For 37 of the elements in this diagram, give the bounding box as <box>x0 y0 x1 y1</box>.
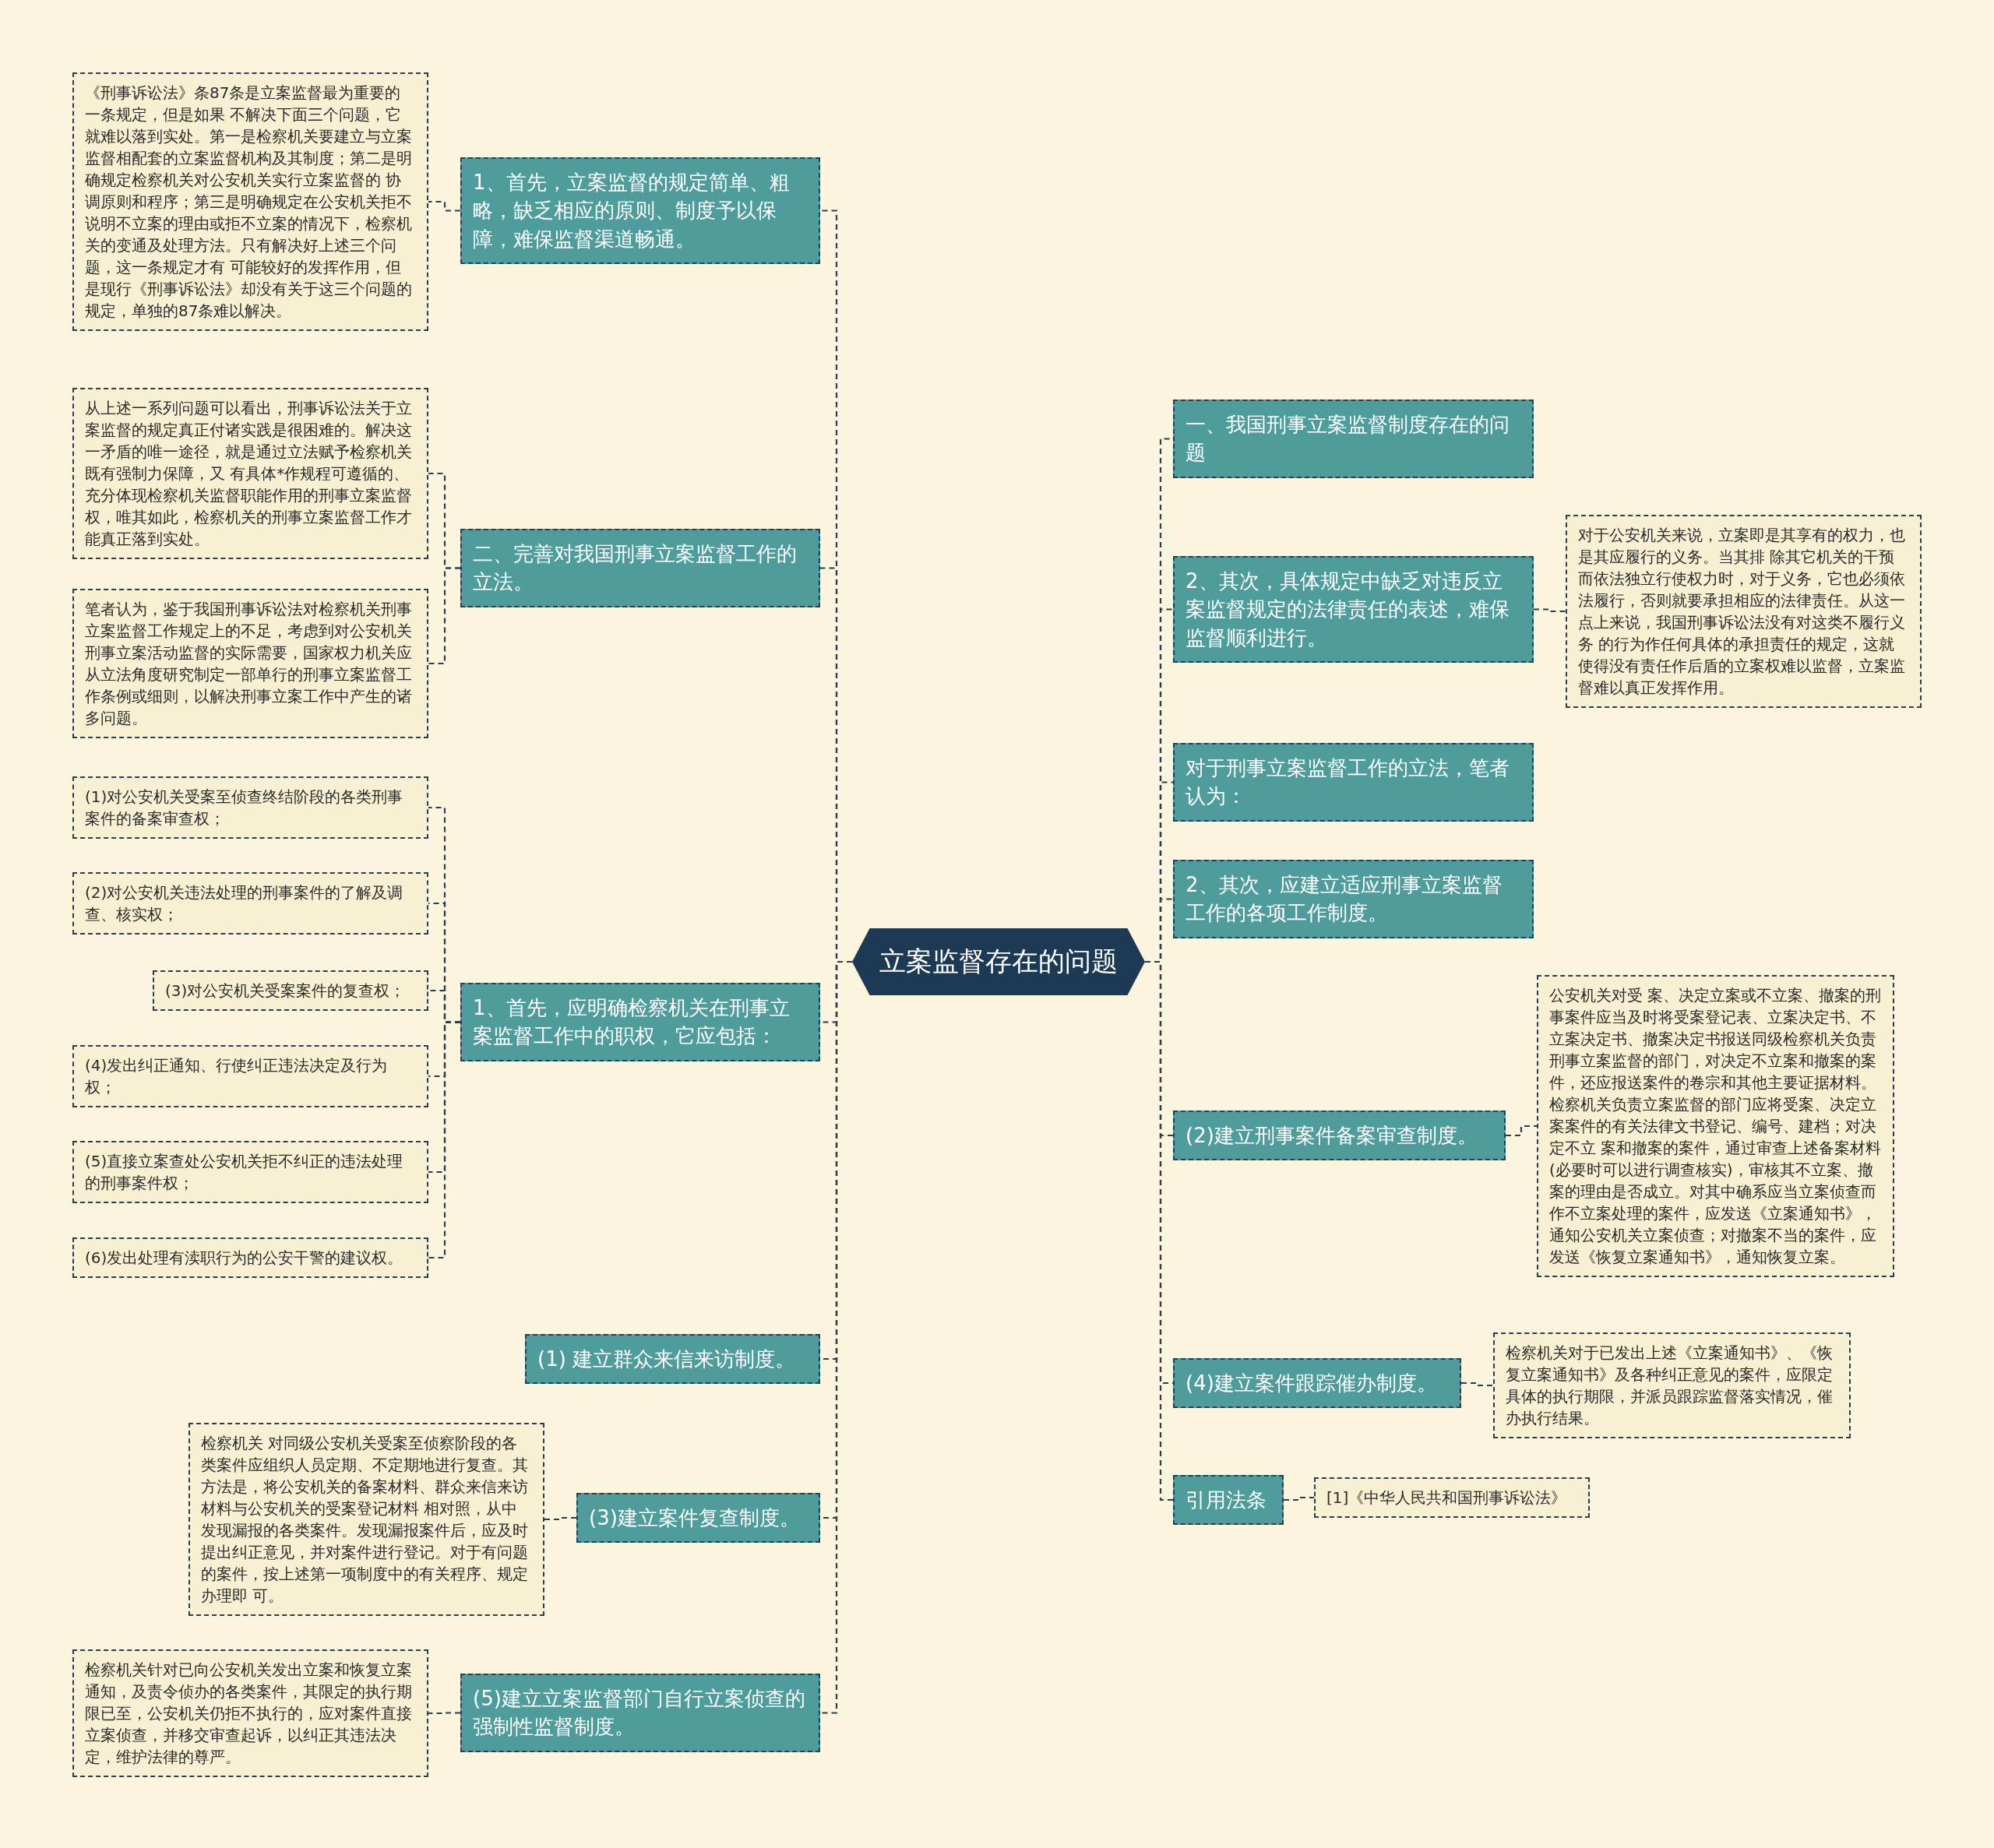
topic-box: 2、其次，具体规定中缺乏对违反立案监督规定的法律责任的表述，难保监督顺利进行。 <box>1173 556 1534 664</box>
note-box: 对于公安机关来说，立案即是其享有的权力，也是其应履行的义务。当其排 除其它机关的干预而依法独立行使权力时，对于义务，它也必须依法履行，否则就要承担相应的法律责任。从这一点上来说，我国刑事诉讼法没有对这类不履行义务 的行为作任何具体的承担责任的规定，这就使得没有责任作后盾的立案权难以监督，立案监督难以真正发挥作用。 <box>1566 515 1922 708</box>
topic-box: 2、其次，应建立适应刑事立案监督工作的各项工作制度。 <box>1173 860 1534 938</box>
topic-box: 1、首先，立案监督的规定简单、粗略，缺乏相应的原则、制度予以保障，难保监督渠道畅通。 <box>460 157 820 265</box>
note-box: (4)发出纠正通知、行使纠正违法决定及行为权； <box>72 1045 428 1107</box>
topic-box: 一、我国刑事立案监督制度存在的问题 <box>1173 400 1534 478</box>
topic-box: 对于刑事立案监督工作的立法，笔者认为： <box>1173 743 1534 822</box>
topic-box: (5)建立立案监督部门自行立案侦查的强制性监督制度。 <box>460 1674 820 1752</box>
note-box: 从上述一系列问题可以看出，刑事诉讼法关于立案监督的规定真正付诸实践是很困难的。解决这一矛盾的唯一途径，就是通过立法赋予检察机关既有强制力保障，又 有具体*作规程可遵循的、充分体现检察机关监督职能作用的刑事立案监督权，唯其如此，检察机关的刑事立案监督工作才能真正落到实处。 <box>72 388 428 559</box>
note-box: (3)对公安机关受案案件的复查权； <box>153 970 428 1011</box>
note-box: 笔者认为，鉴于我国刑事诉讼法对检察机关刑事立案监督工作规定上的不足，考虑到对公安机关刑事立案活动监督的实际需要，国家权力机关应从立法角度研究制定一部单行的刑事立案监督工作条例或细则，以解决刑事立案工作中产生的诸多问题。 <box>72 589 428 738</box>
note-box: (6)发出处理有渎职行为的公安干警的建议权。 <box>72 1237 428 1278</box>
topic-box: (4)建立案件跟踪催办制度。 <box>1173 1358 1461 1409</box>
note-box: 检察机关针对已向公安机关发出立案和恢复立案通知，及责令侦办的各类案件，其限定的执行期限已至，公安机关仍拒不执行的，应对案件直接立案侦查，并移交审查起诉，以纠正其违法决定，维护法律的尊严。 <box>72 1649 428 1777</box>
note-box: (2)对公安机关违法处理的刑事案件的了解及调查、核实权； <box>72 872 428 935</box>
topic-box: 1、首先，应明确检察机关在刑事立案监督工作中的职权，它应包括： <box>460 983 820 1061</box>
topic-box: 引用法条 <box>1173 1475 1284 1526</box>
connector-line <box>428 200 460 212</box>
note-box: 《刑事诉讼法》条87条是立案监督最为重要的一条规定，但是如果 不解决下面三个问题，它就难以落到实处。第一是检察机关要建立与立案监督相配套的立案监督机构及其制度；第二是明确规定检察机关对公安机关实行立案监督的 协调原则和程序；第三是明确规定在公安机关拒不说明不立案的理由或拒不立案的情况下，检察机关的变通及处理方法。只有解决好上述三个问题，这一条规定才有 可能较好的发挥作用，但是现行《刑事诉讼法》却没有关于这三个问题的规定，单独的87条难以解决。 <box>72 72 428 331</box>
connector-line <box>428 1712 460 1715</box>
connector-line <box>1506 1125 1537 1137</box>
note-box: 公安机关对受 案、决定立案或不立案、撤案的刑事案件应当及时将受案登记表、立案决定书、不立案决定书、撤案决定书报送同级检察机关负责刑事立案监督的部门，对决定不立案和撤案的案件，还应报送案件的卷宗和其他主要证据材料。检察机关负责立案监督的部门应将受案、决定立案案件的有关法律文书登记、编号、建档；对决定不立 案和撤案的案件，通过审查上述备案材料(必要时可以进行调查核实)，审核其不立案、撤案的理由是否成立。对其中确系应当立案侦查而作不立案处理的案件，应发送《立案通知书》，通知公安机关立案侦查；对撤案不当的案件，应发送《恢复立案通知书》，通知恢复立案。 <box>1537 975 1894 1277</box>
topic-box: (2)建立刑事案件备案审查制度。 <box>1173 1111 1506 1161</box>
connector-line <box>428 567 460 665</box>
connector-line <box>1534 608 1566 613</box>
note-box: 检察机关对于已发出上述《立案通知书》、《恢复立案通知书》及各种纠正意见的案件，应限定具体的执行期限，并派员跟踪监督落实情况，催办执行结果。 <box>1493 1332 1851 1438</box>
note-box: (5)直接立案查处公安机关拒不纠正的违法处理的刑事案件权； <box>72 1141 428 1203</box>
connector-line <box>544 1516 576 1521</box>
connector-line <box>428 1021 460 1259</box>
connector-line <box>1284 1496 1314 1501</box>
topic-box: (1) 建立群众来信来访制度。 <box>525 1334 820 1385</box>
topic-box: 二、完善对我国刑事立案监督工作的立法。 <box>460 529 820 607</box>
connector-line <box>1461 1382 1493 1387</box>
topic-box: (3)建立案件复查制度。 <box>576 1493 820 1544</box>
note-box: 检察机关 对同级公安机关受案至侦察阶段的各类案件应组织人员定期、不定期地进行复查。其方法是，将公安机关的备案材料、群众来信来访材料与公安机关的受案登记材料 相对照，从中发现漏报的各类案件。发现漏报案件后，应及时提出纠正意见，并对案件进行登记。对于有问题的案件，按上述第一项制度中的有关程序、规定办理即 可。 <box>188 1423 544 1616</box>
note-box: (1)对公安机关受案至侦查终结阶段的各类刑事案件的备案审查权； <box>72 776 428 839</box>
note-box: [1]《中华人民共和国刑事诉讼法》 <box>1314 1477 1590 1518</box>
